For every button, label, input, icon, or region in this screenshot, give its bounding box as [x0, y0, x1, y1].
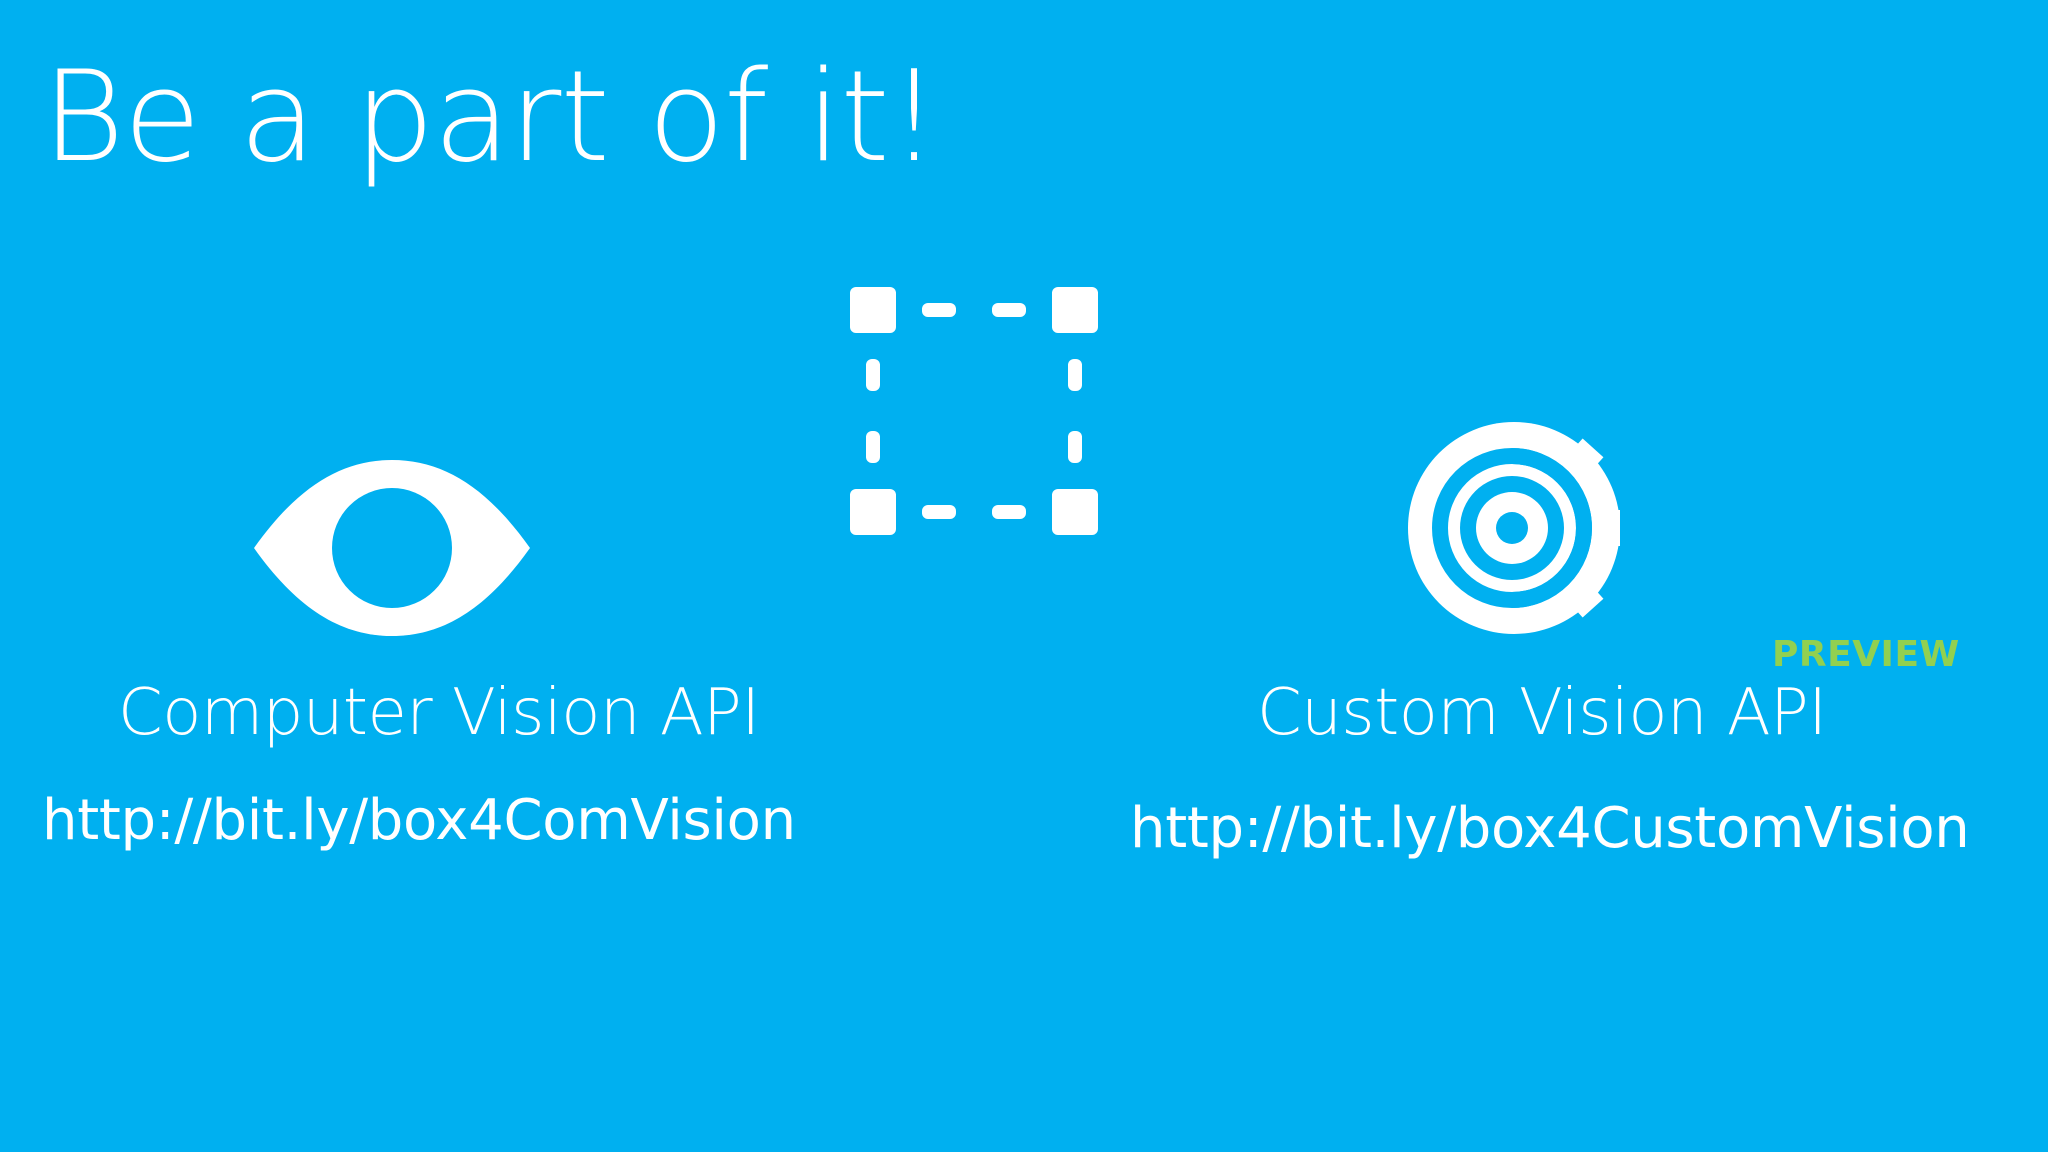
gear-icon: [1408, 422, 1620, 634]
custom-vision-link[interactable]: http://bit.ly/box4CustomVision: [1130, 796, 1970, 861]
crop-selection-icon: [850, 287, 1098, 535]
preview-badge: PREVIEW: [1772, 634, 1960, 675]
computer-vision-link[interactable]: http://bit.ly/box4ComVision: [42, 788, 796, 853]
slide-title: Be a part of it!: [42, 43, 939, 190]
eye-icon: [254, 460, 530, 636]
computer-vision-api-label: Computer Vision API: [118, 676, 760, 750]
custom-vision-api-label: Custom Vision API: [1257, 676, 1827, 750]
